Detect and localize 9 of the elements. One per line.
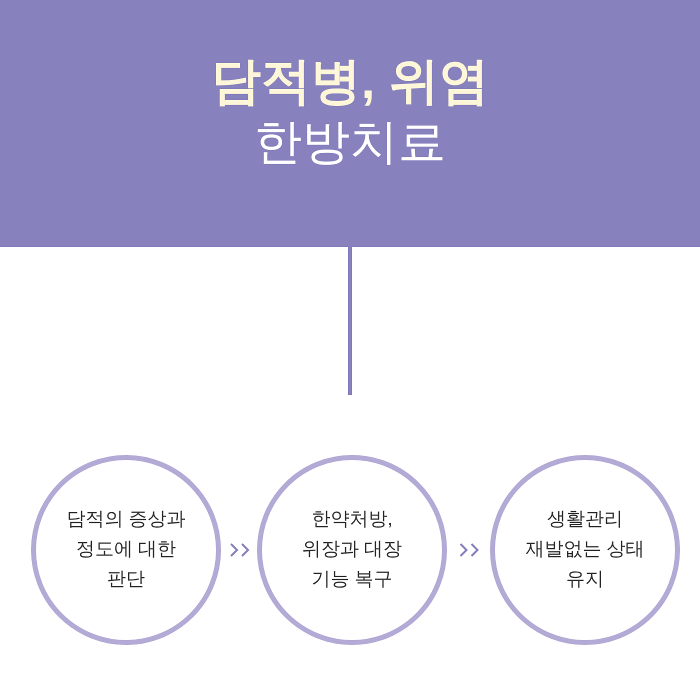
connector-line (348, 247, 352, 395)
chevron-arrow (230, 543, 250, 557)
title-text: 담적병, 위염 (211, 52, 489, 112)
header-band (0, 0, 700, 247)
chevron-arrow (460, 543, 479, 557)
step-text: 한약처방, 위장과 대장 기능 복구 (300, 508, 404, 592)
step-text: 담적의 증상과 정도에 대한 판단 (65, 508, 187, 592)
step-text: 생활관리 재발없는 상태 유지 (524, 508, 646, 592)
subtitle-text: 한방치료 (254, 114, 446, 171)
